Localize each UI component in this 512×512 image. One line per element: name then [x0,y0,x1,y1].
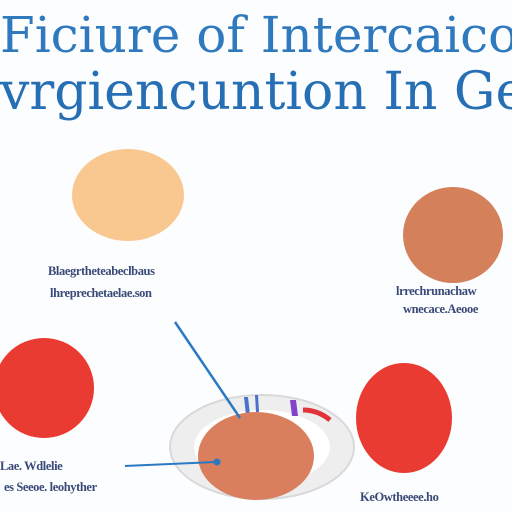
peach-cell [72,149,184,241]
red-cell-left [0,338,94,438]
terracotta-cell [403,187,503,283]
ring-accent-purple [290,400,298,416]
label-top-left-1: Blaegrtheteabeclbaus [48,264,155,278]
ring-accent-blue [244,397,250,415]
title-line-2: vrgiencuntion In Genvnt [0,62,512,122]
label-bottom-left-2: es Seeoe. leohyther [4,480,97,494]
red-cell-right [356,363,452,473]
center-cell [198,412,314,500]
label-bottom-right: KeOwtheeee.ho [360,490,439,504]
connector-dot [213,458,221,466]
ring-accent-red [302,407,332,422]
label-bottom-left-1: Lae. Wdlelie [0,459,63,473]
title-line-1: Ficiure of Intercaico [0,6,512,64]
label-right-2: wnecace.Aeooe [403,302,478,316]
ring-accent-blue-2 [255,395,259,412]
connector-left [124,461,217,467]
connector-top [173,321,242,419]
label-top-left-2: lhreprechetaelae.son [50,286,152,300]
label-right-1: lrrechrunachaw [396,284,477,298]
